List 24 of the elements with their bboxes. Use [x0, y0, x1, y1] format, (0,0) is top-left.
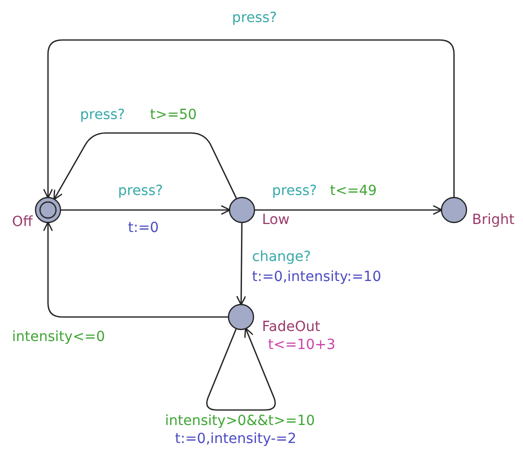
state-name: Off — [12, 214, 33, 230]
arrow — [53, 132, 237, 200]
arrow — [42, 221, 228, 318]
state-name: Low — [262, 212, 290, 228]
edge-label: intensity<=0 — [12, 329, 106, 345]
update-label: t:=0 — [128, 220, 159, 236]
arrow — [42, 39, 455, 199]
guard-label: t<=49 — [330, 183, 377, 199]
state-name: FadeOut — [262, 319, 320, 335]
update-label: t:=0,intensity:=10 — [252, 269, 382, 285]
edge-label: press? — [118, 183, 163, 199]
edge-label: change? — [252, 249, 311, 265]
state-name: Bright — [472, 212, 514, 228]
edge-label: press? — [232, 10, 277, 26]
arrow — [236, 223, 246, 306]
arrow — [61, 204, 231, 216]
arrow — [255, 204, 443, 216]
edge-label: press? — [272, 183, 317, 199]
invariant-label: t<=10+3 — [268, 337, 336, 353]
edge-label: intensity>0&&t>=10 — [165, 413, 315, 429]
guard-label: t>=50 — [150, 107, 197, 123]
edge-label: press? — [80, 107, 125, 123]
update-label: t:=0,intensity-=2 — [175, 431, 296, 447]
arrow — [206, 328, 276, 411]
